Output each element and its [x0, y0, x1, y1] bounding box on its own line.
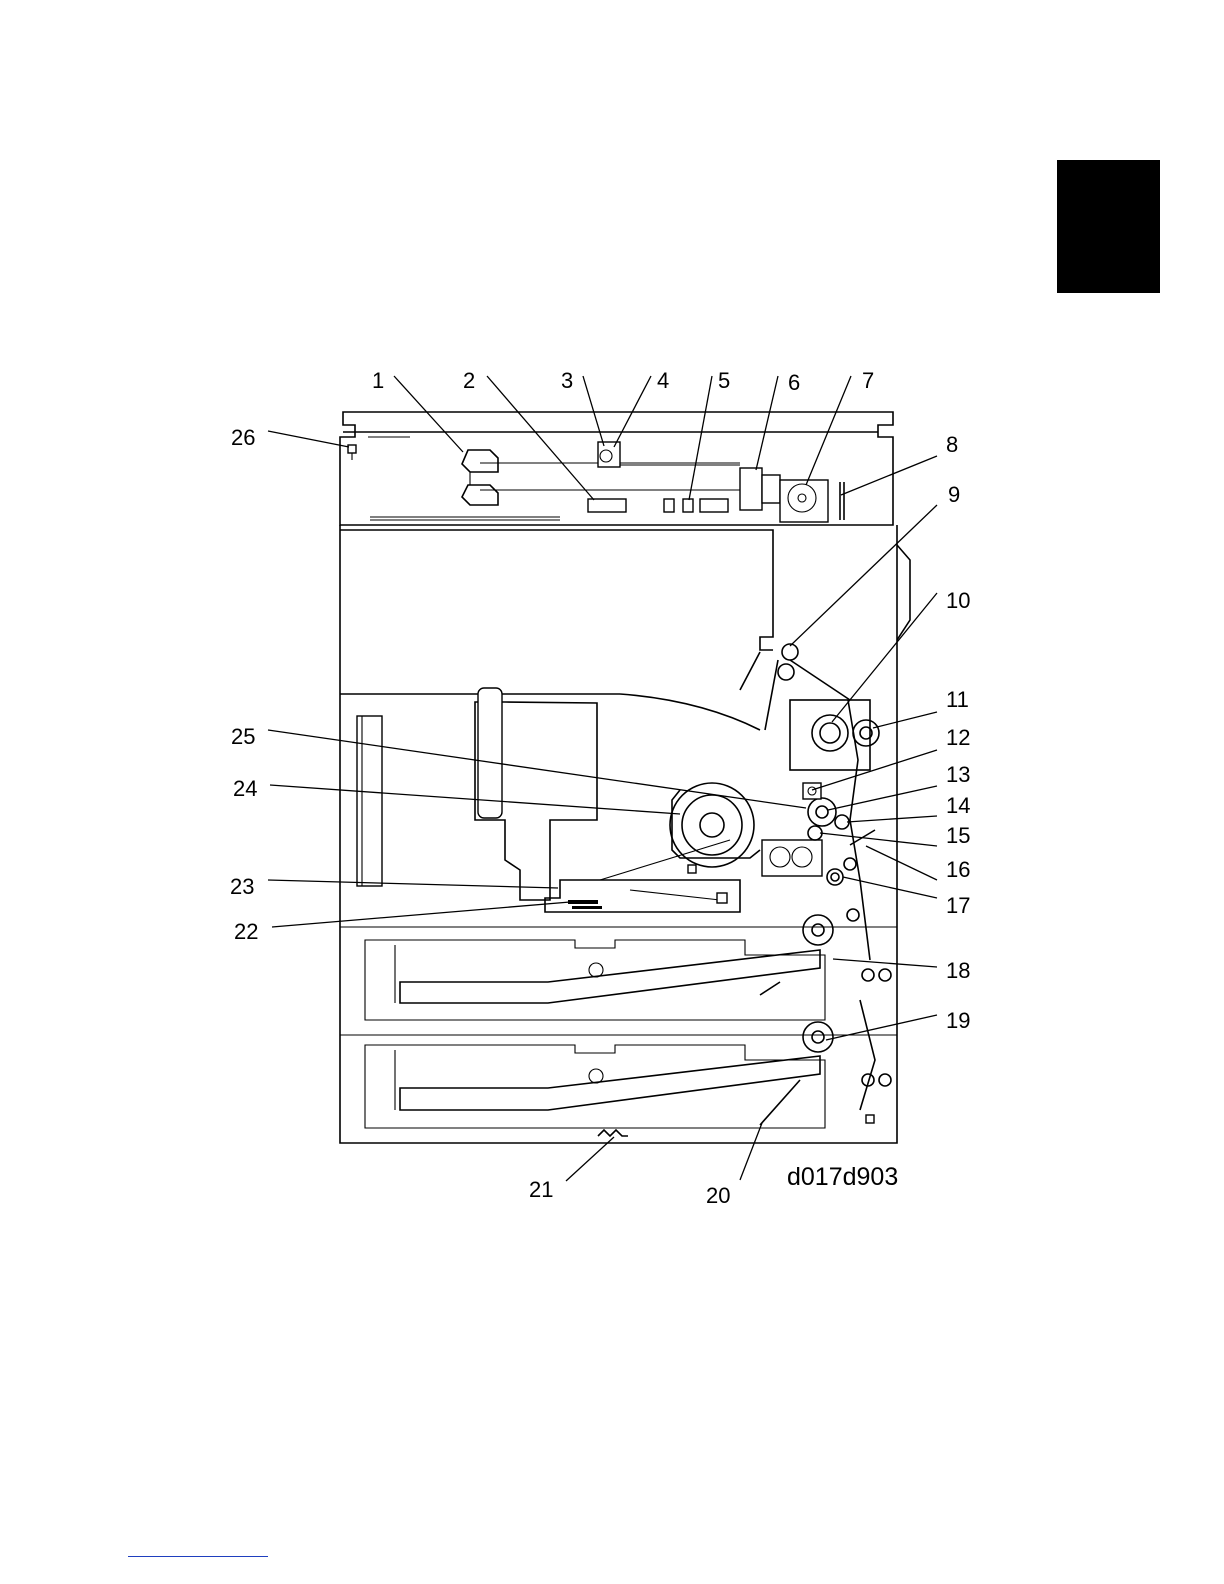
- callout-6: 6: [788, 370, 800, 395]
- callout-25: 25: [231, 724, 255, 749]
- callout-8: 8: [946, 432, 958, 457]
- callout-26: 26: [231, 425, 255, 450]
- scanner-unit: [348, 442, 844, 522]
- callout-11: 11: [946, 687, 969, 712]
- internal-frames: [340, 530, 879, 960]
- callout-10: 10: [946, 588, 970, 613]
- callout-2: 2: [463, 368, 475, 393]
- callout-22: 22: [234, 919, 258, 944]
- callout-5: 5: [718, 368, 730, 393]
- callout-23: 23: [230, 874, 254, 899]
- footer-rule: [128, 1556, 268, 1557]
- callout-24: 24: [233, 776, 257, 801]
- callout-7: 7: [862, 368, 874, 393]
- callout-18: 18: [946, 958, 970, 983]
- figure-code: d017d903: [787, 1163, 898, 1191]
- callout-13: 13: [946, 762, 970, 787]
- callout-15: 15: [946, 823, 970, 848]
- callout-19: 19: [946, 1008, 970, 1033]
- callout-9: 9: [948, 482, 960, 507]
- callout-20: 20: [706, 1183, 730, 1208]
- callout-21: 21: [529, 1177, 553, 1202]
- callout-12: 12: [946, 725, 970, 750]
- callout-1: 1: [372, 368, 384, 393]
- callout-17: 17: [946, 893, 970, 918]
- paper-tray-upper: [340, 909, 897, 1020]
- callout-4: 4: [657, 368, 669, 393]
- callout-3: 3: [561, 368, 573, 393]
- callout-16: 16: [946, 857, 970, 882]
- callout-14: 14: [946, 793, 970, 818]
